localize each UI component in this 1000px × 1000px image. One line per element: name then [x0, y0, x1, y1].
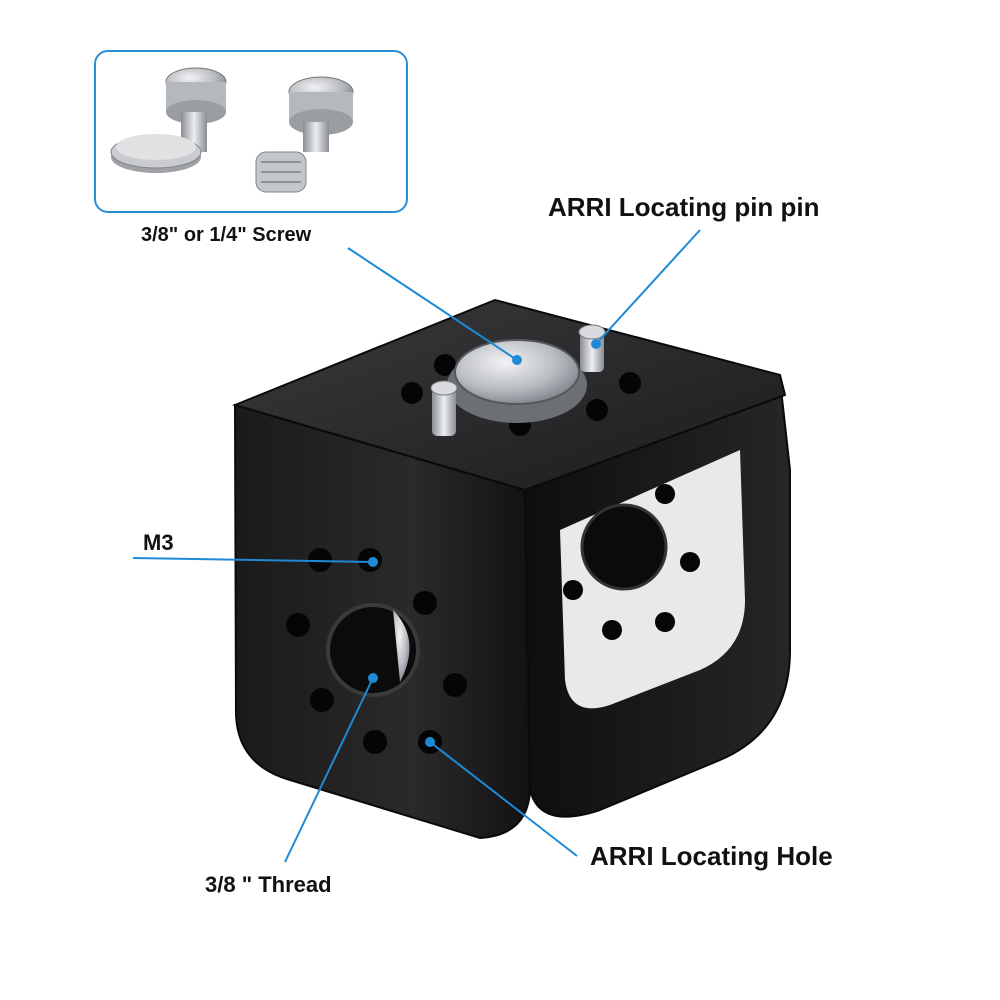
locating-pin-left — [432, 388, 456, 436]
screw-small — [255, 76, 354, 193]
front-hole — [413, 591, 437, 615]
top-screw-head — [454, 339, 580, 405]
label-m3: M3 — [143, 530, 174, 555]
label-thread: 3/8 " Thread — [205, 872, 332, 897]
front-hole — [310, 688, 334, 712]
label-screw: 3/8" or 1/4" Screw — [141, 224, 312, 246]
callout-lines — [132, 229, 701, 863]
top-hole — [401, 382, 423, 404]
label-locating-hole: ARRI Locating Hole — [590, 841, 833, 871]
label-locating-pin: ARRI Locating pin pin — [548, 192, 820, 222]
front-hole — [308, 548, 332, 572]
side-hole — [563, 580, 583, 600]
front-hole — [363, 730, 387, 754]
side-hole — [602, 620, 622, 640]
top-hole — [619, 372, 641, 394]
screws-illustration — [110, 67, 354, 193]
side-hole — [655, 612, 675, 632]
top-hole — [434, 354, 456, 376]
screw-inset — [94, 50, 408, 213]
side-hole — [655, 484, 675, 504]
side-large-hole — [580, 503, 668, 591]
front-hole — [286, 613, 310, 637]
side-hole — [680, 552, 700, 572]
screw-large — [110, 67, 227, 173]
front-hole — [443, 673, 467, 697]
top-hole — [586, 399, 608, 421]
